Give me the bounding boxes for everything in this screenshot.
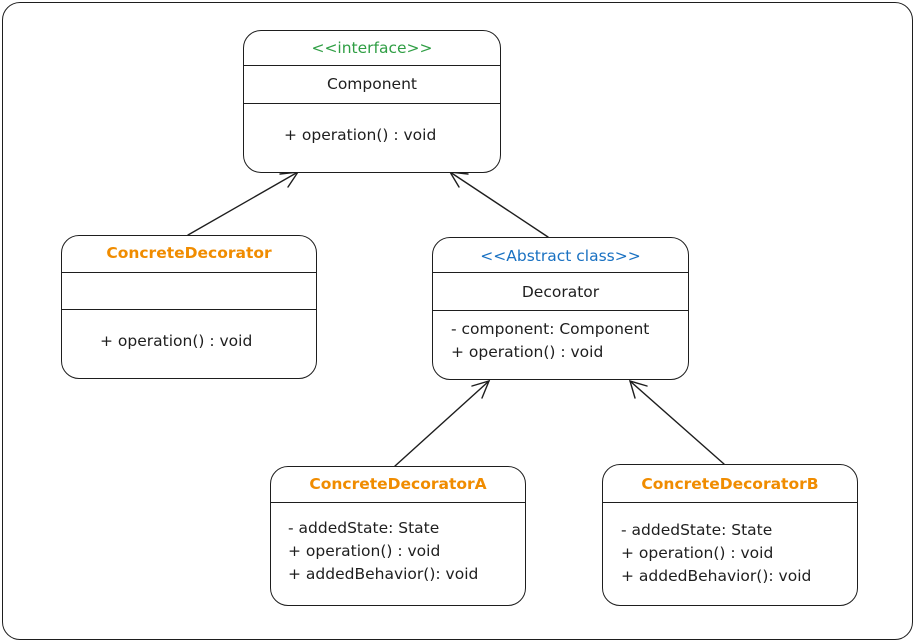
member-list: - addedState: State + operation() : void… xyxy=(621,519,811,588)
class-name: ConcreteDecorator xyxy=(106,244,272,262)
arrow-concretedecoratora-to-decorator xyxy=(394,379,491,467)
arrow-concretedecoratorb-to-decorator xyxy=(628,379,725,465)
member-item: - addedState: State xyxy=(621,521,773,539)
divider xyxy=(244,65,500,66)
class-concretedecoratora[interactable]: ConcreteDecoratorA - addedState: State +… xyxy=(270,466,526,606)
member-item: - component: Component xyxy=(451,320,650,338)
class-name: Component xyxy=(327,75,417,93)
member-item: + addedBehavior(): void xyxy=(621,567,812,585)
member-list: - component: Component + operation() : v… xyxy=(451,318,649,364)
class-name: ConcreteDecoratorB xyxy=(641,475,819,493)
divider xyxy=(62,309,316,310)
arrow-concretedecorator-to-component xyxy=(187,171,300,236)
arrow-decorator-to-component xyxy=(448,171,549,238)
member-item: + operation() : void xyxy=(288,542,441,560)
divider xyxy=(433,310,688,311)
stereotype-interface: <<interface>> xyxy=(311,39,433,57)
class-name: ConcreteDecoratorA xyxy=(309,475,487,493)
stereotype-abstract-class: <<Abstract class>> xyxy=(480,247,641,265)
class-concretedecoratorb[interactable]: ConcreteDecoratorB - addedState: State +… xyxy=(602,464,858,606)
member-item: - addedState: State xyxy=(288,519,440,537)
member-list: - addedState: State + operation() : void… xyxy=(288,517,478,586)
divider xyxy=(271,502,525,503)
member-item: + operation() : void xyxy=(451,343,604,361)
divider xyxy=(433,272,688,273)
class-component[interactable]: <<interface>> Component + operation() : … xyxy=(243,30,501,173)
divider xyxy=(62,272,316,273)
method-list: + operation() : void xyxy=(100,330,252,353)
member-item: + operation() : void xyxy=(621,544,774,562)
class-decorator[interactable]: <<Abstract class>> Decorator - component… xyxy=(432,237,689,380)
divider xyxy=(603,502,857,503)
member-item: + addedBehavior(): void xyxy=(288,565,479,583)
method-item: + operation() : void xyxy=(100,332,253,350)
method-item: + operation() : void xyxy=(284,126,437,144)
class-name: Decorator xyxy=(521,283,600,301)
divider xyxy=(244,103,500,104)
class-concretedecorator[interactable]: ConcreteDecorator + operation() : void xyxy=(61,235,317,379)
method-list: + operation() : void xyxy=(284,124,436,147)
